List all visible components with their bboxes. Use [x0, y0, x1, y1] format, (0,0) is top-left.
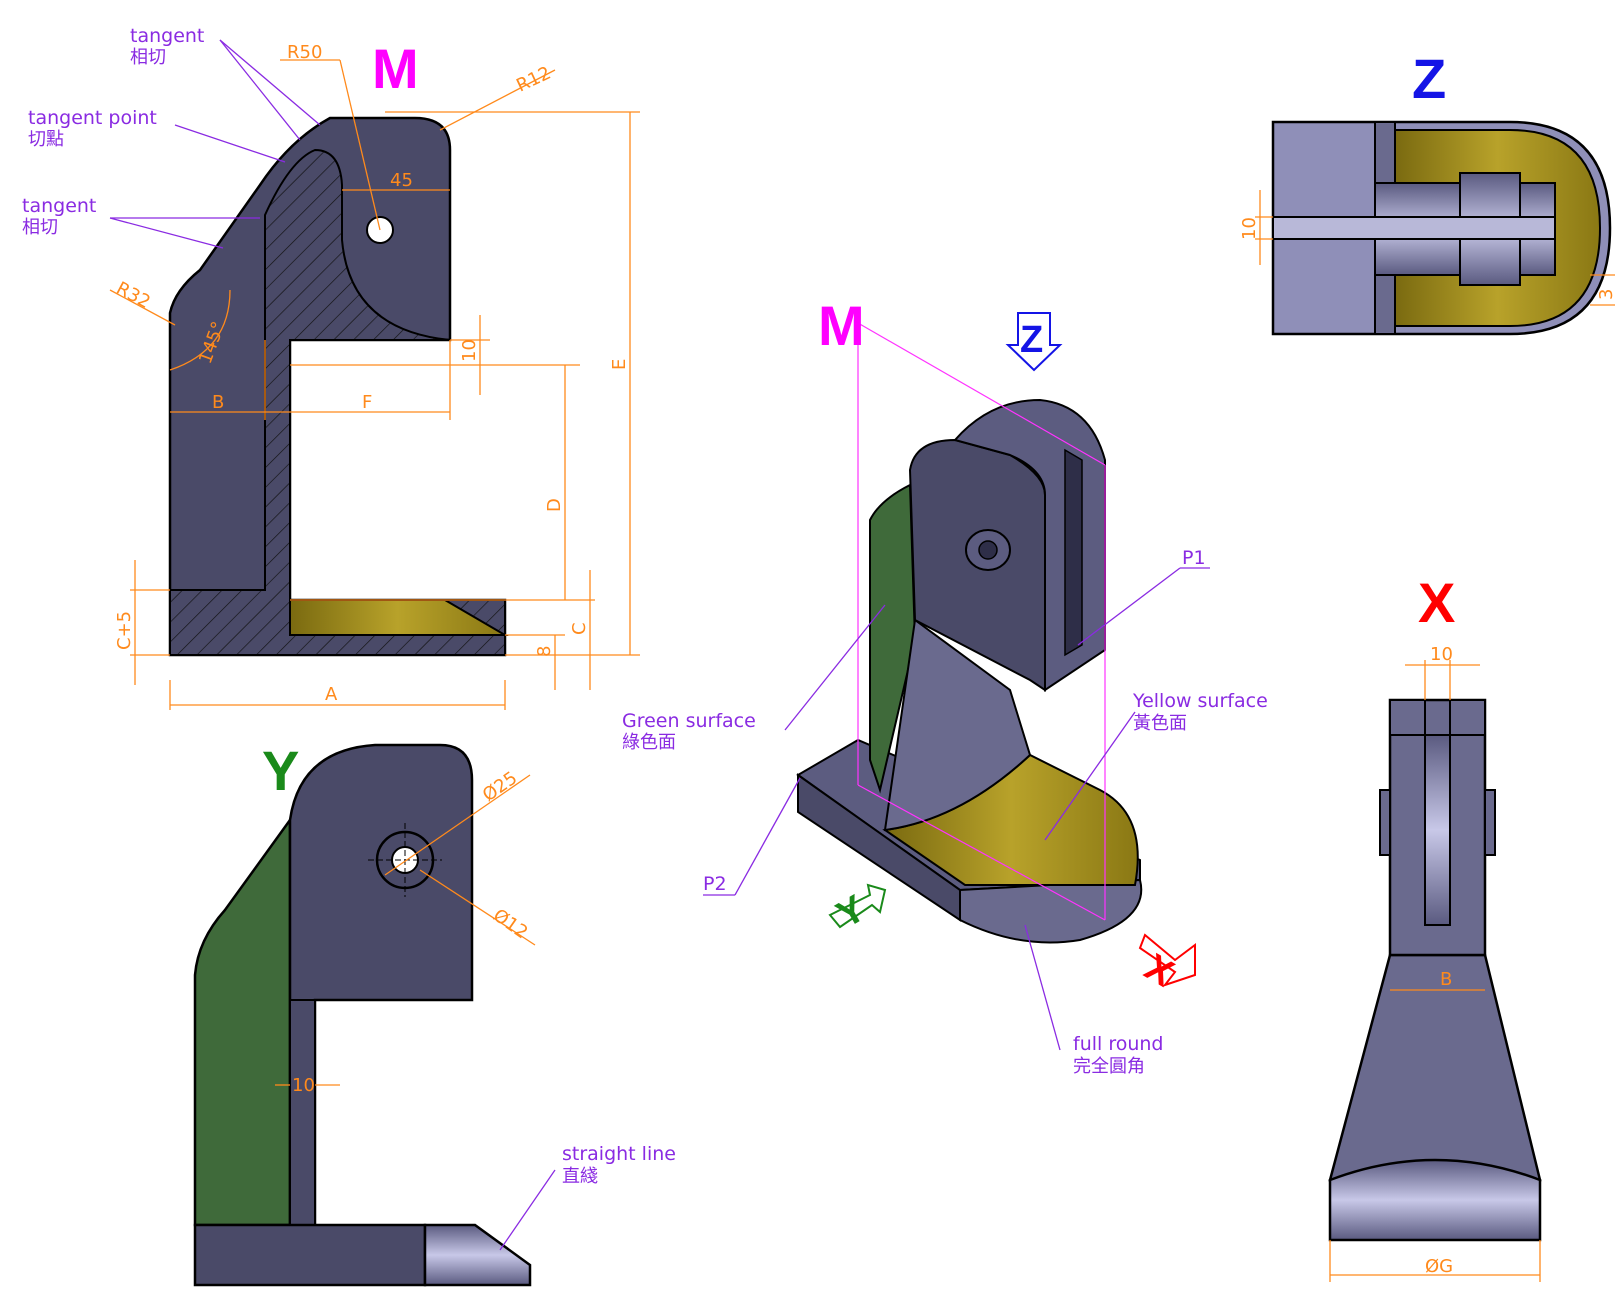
z-slot [1272, 216, 1556, 240]
x-lug-left [1389, 699, 1426, 736]
dim-c5: C+5 [114, 611, 135, 650]
y-column [289, 999, 316, 1226]
dim-a: A [325, 684, 338, 705]
dim-r50: R50 [287, 42, 322, 63]
x-pin-right [1484, 789, 1496, 856]
note-p1: P1 [1182, 547, 1206, 569]
note-tangent-1-zh: 相切 [130, 47, 166, 68]
note-tangent-2-zh: 相切 [22, 217, 58, 238]
note-green-surface: Green surface [622, 710, 756, 732]
x-dimensions: 10 B ØG [1329, 644, 1541, 1282]
y-notes: straight line 直綫 [499, 1143, 676, 1251]
dim-8: 8 [534, 646, 555, 657]
y-base [193, 1223, 427, 1287]
dim-b: B [212, 392, 224, 413]
iso-label-y: Y [830, 888, 873, 937]
view-label-x: X [1418, 571, 1455, 634]
iso-web [883, 618, 1032, 832]
dim-d: D [544, 498, 565, 512]
dim-x-b: B [1440, 969, 1452, 990]
y-upright [288, 743, 474, 1227]
note-tangent-2: tangent [22, 195, 96, 217]
iso-label-z: Z [1020, 319, 1043, 361]
note-p2: P2 [703, 873, 727, 895]
note-yellow-surface: Yellow surface [1132, 690, 1268, 712]
dim-dia25: Ø25 [479, 768, 521, 806]
view-y [193, 743, 532, 1287]
view-label-m: M [372, 37, 419, 100]
note-straight-line-zh: 直綫 [562, 1166, 598, 1187]
dim-y-10: 10 [292, 1075, 315, 1096]
dim-e: E [609, 359, 630, 370]
y-green-surface [193, 816, 292, 1227]
iso-arrow-y: Y [828, 883, 887, 937]
dim-x-g: ØG [1425, 1256, 1453, 1277]
m-body [168, 116, 507, 657]
x-lug-right [1449, 699, 1486, 736]
x-pin-left [1379, 789, 1391, 856]
iso-arrow-x: X [1138, 933, 1196, 996]
note-green-surface-zh: 綠色面 [622, 732, 676, 753]
note-tangent-point: tangent point [28, 107, 157, 129]
dim-f: F [362, 392, 372, 413]
dim-x-10: 10 [1430, 644, 1453, 665]
dim-10: 10 [459, 339, 480, 362]
view-m-section [168, 116, 509, 657]
iso-label-m: M [818, 294, 865, 357]
x-base [1328, 1158, 1542, 1242]
note-yellow-surface-zh: 黃色面 [1133, 713, 1187, 734]
y-base-end [423, 1223, 532, 1287]
m-dimension-lines [109, 59, 640, 710]
iso-full-round [959, 878, 1143, 944]
m-notes: tangent 相切 tangent point 切點 tangent 相切 [22, 25, 321, 249]
dim-dia12: Ø12 [489, 905, 531, 943]
note-straight-line: straight line [562, 1143, 676, 1165]
isometric-view [796, 398, 1143, 944]
iso-arrow-z: Z [1005, 312, 1063, 372]
x-slot [1424, 734, 1451, 926]
m-hatch [169, 148, 506, 656]
dim-r12: R12 [513, 63, 554, 97]
note-full-round-zh: 完全圓角 [1073, 1056, 1145, 1077]
note-tangent-point-zh: 切點 [28, 129, 64, 150]
note-full-round: full round [1073, 1033, 1164, 1055]
z-dimensions: 10 3 [1239, 190, 1617, 306]
dim-z-10: 10 [1239, 217, 1260, 240]
iso-hole [978, 540, 998, 560]
iso-slot [1064, 448, 1083, 657]
view-x [1328, 698, 1542, 1242]
iso-notes: P1 Green surface 綠色面 Yellow surface 黃色面 … [622, 547, 1268, 1077]
dim-z-3: 3 [1596, 289, 1617, 300]
dim-45: 45 [390, 170, 413, 191]
iso-green-surface [869, 483, 917, 794]
x-taper [1328, 953, 1542, 1182]
view-z [1271, 120, 1612, 336]
dim-r32: R32 [113, 278, 154, 313]
note-tangent-1: tangent [130, 25, 204, 47]
iso-plane-lines [857, 322, 1106, 921]
view-label-y: Y [262, 739, 299, 802]
view-label-z: Z [1412, 47, 1446, 110]
dim-c: C [569, 622, 590, 635]
